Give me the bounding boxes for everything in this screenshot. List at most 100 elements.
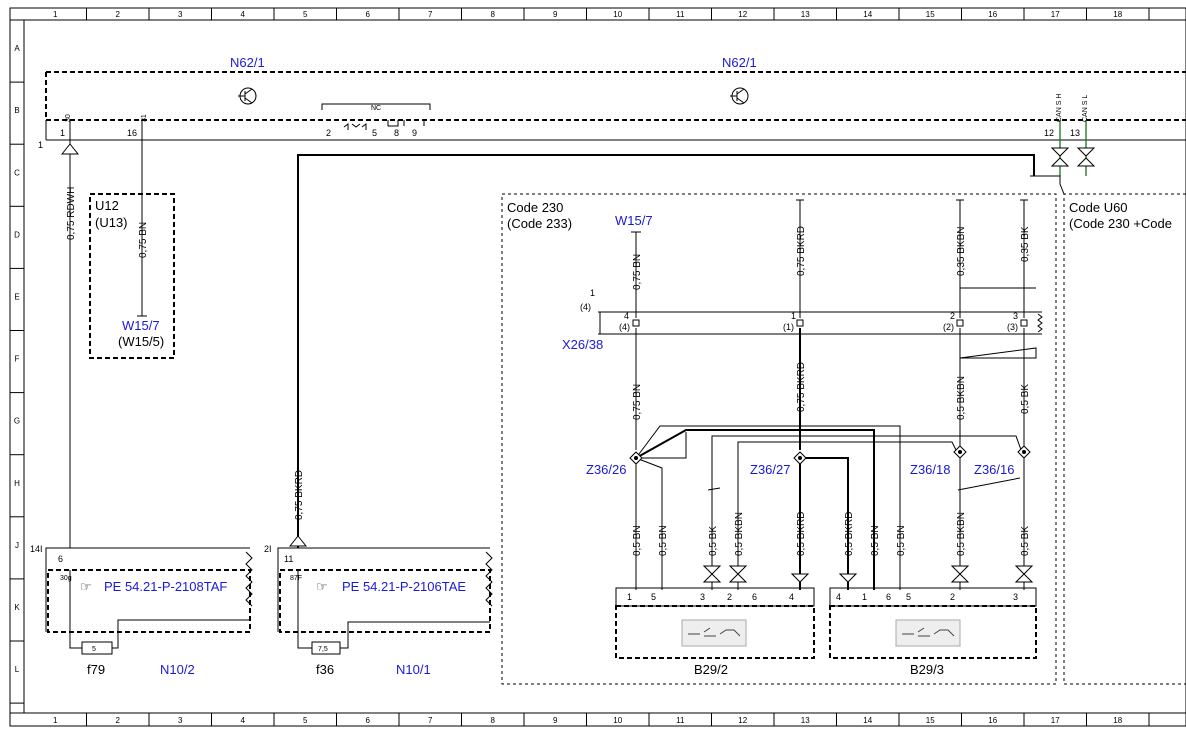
- wire-label-bkbn-mid: 0,5 BKBN: [956, 376, 967, 420]
- code-u60-sub-label: (Code 230 +Code: [1069, 216, 1172, 231]
- x26-pin-4b: (4): [619, 322, 630, 332]
- b29-2-label: B29/2: [694, 662, 728, 677]
- pe-right-link[interactable]: PE 54.21-P-2106TAE: [342, 579, 466, 594]
- splice-node-icon: [953, 445, 967, 459]
- b29-3-pin-3: 3: [1013, 592, 1018, 602]
- grid-column-label: 2: [116, 716, 121, 725]
- grid-column-label: 3: [178, 716, 183, 725]
- grid-column-label: 11: [676, 10, 685, 19]
- grid-column-label: 6: [366, 716, 371, 725]
- wire-label-bkrd-left: 0,75 BKRD: [294, 470, 305, 520]
- wire-bkrd-left: 0,75 BKRD: [288, 154, 1038, 548]
- n10-1-pin-87f: 87F: [290, 575, 302, 582]
- x26-4-ref: (4): [580, 302, 591, 312]
- pin-16: 16: [127, 128, 137, 138]
- wire-label-bot-3: 0,5 BK: [708, 526, 719, 556]
- grid-column-label: 10: [613, 10, 622, 19]
- w15-5-label: (W15/5): [118, 334, 164, 349]
- pin-8: 8: [394, 128, 399, 138]
- pin-9: 9: [412, 128, 417, 138]
- grid-column-label: 2: [116, 10, 121, 19]
- pe-link-icon: ☞: [80, 579, 92, 594]
- splice-node-icon: [1017, 445, 1031, 459]
- wire-label-bot-6: 0,5 BKRD: [844, 512, 855, 556]
- grid-column-label: 9: [553, 716, 558, 725]
- z36-16-label: Z36/16: [974, 462, 1014, 477]
- grid-column-label: 7: [428, 716, 433, 725]
- z36-18-label: Z36/18: [910, 462, 950, 477]
- transistor-icon: [730, 87, 749, 105]
- can-low-pin: CAN S L: [1082, 95, 1089, 122]
- grid-row-label: D: [14, 230, 20, 239]
- u12-label: U12: [95, 198, 119, 213]
- grid-column-label: 5: [303, 716, 308, 725]
- grid-column-label: 1: [53, 716, 58, 725]
- vertical-wires: 0,75 BN 0,75 BKRD 0,35 BKBN 0,35 BK 0,75…: [632, 199, 1037, 450]
- grid-column-label: 1: [53, 10, 58, 19]
- grid-column-label: 13: [801, 10, 810, 19]
- wire-label-bkrd-top: 0,75 BKRD: [796, 226, 807, 276]
- wire-label-bot-10: 0,5 BK: [1020, 526, 1031, 556]
- grid-column-label: 7: [428, 10, 433, 19]
- pin-1: 1: [60, 128, 65, 138]
- z36-27-label: Z36/27: [750, 462, 790, 477]
- diagram-frame: [9, 7, 1186, 727]
- b29-2-pin-1: 1: [627, 592, 632, 602]
- grid-column-label: 14: [863, 10, 872, 19]
- sensor-icon: [895, 619, 961, 647]
- wire-label-bot-4: 0,5 BKBN: [734, 512, 745, 556]
- b29-2-pin-5: 5: [651, 592, 656, 602]
- w15-7-left-label: W15/7: [122, 318, 160, 333]
- wire-label-bot-9: 0,5 BKBN: [956, 512, 967, 556]
- fuse-75-label: 7,5: [318, 646, 328, 653]
- grid-row-label: H: [14, 479, 20, 488]
- pin-30: 30: [65, 114, 72, 122]
- wire-label-bn-u12: 0,75 BN: [138, 222, 149, 258]
- wire-label-bn-top: 0,75 BN: [632, 254, 643, 290]
- x26-38-connector: 1 (4) X26/38 4 (4) 1 (1) 2 (2) 3 (3): [562, 288, 1043, 352]
- w15-7-mid-label: W15/7: [615, 213, 653, 228]
- pe-left-link[interactable]: PE 54.21-P-2108TAF: [104, 579, 227, 594]
- grid-row-label: A: [14, 44, 20, 53]
- grid-row-label: C: [14, 168, 20, 177]
- grid-row-label: F: [15, 355, 20, 364]
- code-u60-label: Code U60: [1069, 200, 1128, 215]
- wire-label-bkrd-mid: 0,75 BKRD: [796, 362, 807, 412]
- grid-column-label: 4: [241, 10, 246, 19]
- grid-column-label: 9: [553, 10, 558, 19]
- x26-38-label: X26/38: [562, 337, 603, 352]
- b29-3-pin-1: 1: [862, 592, 867, 602]
- grid-column-label: 18: [1113, 10, 1122, 19]
- n10-2-pin-30g: 30g: [60, 575, 72, 582]
- pin-31: 31: [141, 114, 148, 122]
- n10-2-label: N10/2: [160, 662, 195, 677]
- grid-column-label: 6: [366, 10, 371, 19]
- n62-label-left: N62/1: [230, 55, 265, 70]
- x26-pin-1b: (1): [783, 322, 794, 332]
- wire-label-bk-mid: 0,5 BK: [1020, 384, 1031, 414]
- x26-pin-3b: (3): [1007, 322, 1018, 332]
- n62-label-right: N62/1: [722, 55, 757, 70]
- grid-column-label: 11: [676, 716, 685, 725]
- grid-column-label: 8: [491, 716, 496, 725]
- grid-column-label: 5: [303, 10, 308, 19]
- grid-column-label: 17: [1051, 10, 1060, 19]
- b29-3-pin-5: 5: [906, 592, 911, 602]
- grid-column-label: 8: [491, 10, 496, 19]
- splice-node-icon: [793, 451, 807, 465]
- splice-network: Z36/26 Z36/27 Z36/18 Z36/16: [586, 425, 1031, 590]
- grid-column-label: 14: [863, 716, 872, 725]
- wire-label-bot-1: 0,5 BN: [632, 525, 643, 556]
- grid-row-label: K: [14, 603, 20, 612]
- b29-2-sensor: 1 5 3 2 6 4 B29/2: [615, 587, 815, 677]
- grid-row-label: G: [14, 417, 20, 426]
- z36-26-label: Z36/26: [586, 462, 626, 477]
- wire-label-bkbn-top: 0,35 BKBN: [956, 227, 967, 276]
- grid-column-label: 12: [738, 10, 747, 19]
- b29-2-pin-3: 3: [700, 592, 705, 602]
- x26-pin-1: 1: [791, 311, 796, 321]
- wire-label-bot-7: 0,5 BN: [870, 525, 881, 556]
